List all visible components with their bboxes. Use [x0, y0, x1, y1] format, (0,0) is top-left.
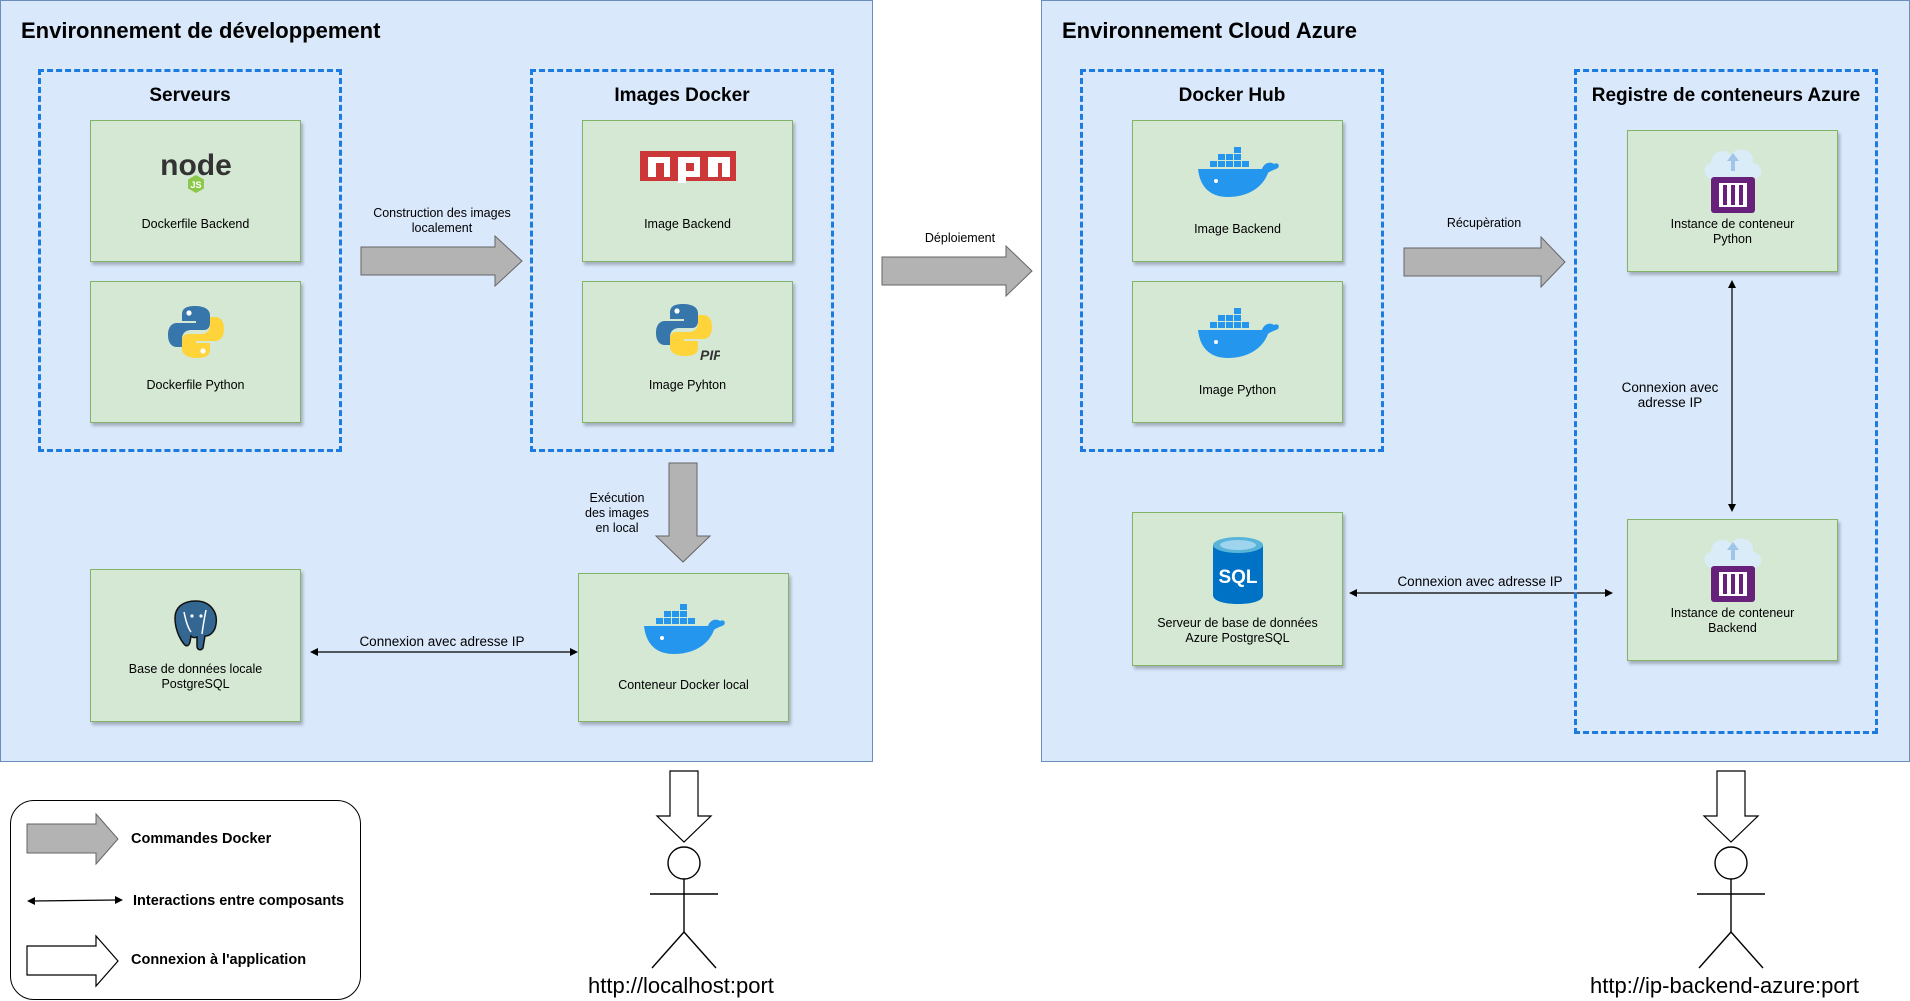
dockerfile-python-label: Dockerfile Python — [146, 378, 245, 392]
docker-whale-icon — [643, 604, 725, 654]
legend-interactions: Interactions entre composants — [133, 893, 345, 909]
deploy-arrow-label: Déploiement — [924, 231, 996, 245]
azure-user-icon — [1697, 846, 1765, 969]
image-python-card[interactable]: PIP Image Pyhton — [582, 281, 793, 423]
dev-environment-title: Environnement de développement — [21, 18, 381, 43]
dockerfile-backend-label: Dockerfile Backend — [141, 217, 250, 231]
legend-docker-commands: Commandes Docker — [131, 831, 272, 847]
hub-image-python-label: Image Python — [1198, 383, 1277, 397]
local-user-icon — [650, 846, 718, 969]
image-python-label: Image Pyhton — [648, 378, 727, 392]
fetch-arrow-label: Récupèration — [1446, 216, 1522, 230]
local-docker-container-card[interactable]: Conteneur Docker local — [578, 573, 789, 722]
local-user-arrow — [655, 770, 713, 843]
docker-whale-icon — [1197, 147, 1279, 197]
registry-ip-connection-arrow — [1728, 280, 1736, 512]
legend-app-connection-arrow — [26, 934, 119, 988]
build-arrow — [360, 234, 523, 288]
python-pip-icon: PIP — [655, 304, 720, 362]
servers-group: Serveurs — [38, 69, 342, 452]
svg-text:JS: JS — [190, 180, 201, 190]
postgresql-icon — [173, 600, 217, 651]
legend-interaction-arrow — [27, 896, 123, 905]
local-postgres-card[interactable]: Base de données locale PostgreSQL — [90, 569, 301, 722]
local-docker-container-label: Conteneur Docker local — [618, 678, 749, 692]
fetch-arrow — [1403, 235, 1566, 289]
hub-image-python-card[interactable]: Image Python — [1132, 281, 1343, 423]
build-arrow-label: Construction des images localement — [373, 206, 511, 235]
npm-icon — [639, 151, 736, 183]
azure-sql-connection-label: Connexion avec adresse IP — [1397, 574, 1563, 589]
azure-user-arrow — [1702, 770, 1760, 843]
image-backend-label: Image Backend — [644, 217, 731, 231]
docker-hub-group-title: Docker Hub — [1178, 85, 1286, 106]
azure-container-instance-icon — [1703, 538, 1761, 602]
registry-ip-connection-label: Connexion avec adresse IP — [1621, 380, 1719, 410]
deploy-arrow — [881, 244, 1033, 298]
legend-app-connection: Connexion à l'application — [131, 952, 307, 968]
svg-text:PIP: PIP — [700, 347, 720, 362]
backend-container-instance-label: Instance de conteneur Backend — [1670, 606, 1795, 635]
exec-arrow-label: Exécution des images en local — [585, 491, 649, 535]
local-postgres-label: Base de données locale PostgreSQL — [128, 662, 263, 691]
exec-arrow — [654, 462, 712, 563]
dockerfile-backend-card[interactable]: node JS Dockerfile Backend — [90, 120, 301, 262]
local-db-connection-label: Connexion avec adresse IP — [359, 634, 525, 649]
image-backend-card[interactable]: Image Backend — [582, 120, 793, 262]
azure-postgres-card[interactable]: SQL Serveur de base de données Azure Pos… — [1132, 512, 1343, 666]
python-container-instance-card[interactable]: Instance de conteneur Python — [1627, 130, 1838, 272]
docker-whale-icon — [1197, 308, 1279, 358]
cloud-environment-title: Environnement Cloud Azure — [1062, 18, 1357, 43]
dockerfile-python-card[interactable]: Dockerfile Python — [90, 281, 301, 423]
docker-images-group-title: Images Docker — [614, 85, 750, 106]
backend-container-instance-card[interactable]: Instance de conteneur Backend — [1627, 519, 1838, 661]
legend: Commandes Docker Interactions entre comp… — [10, 800, 361, 1000]
nodejs-icon: node JS — [160, 149, 231, 193]
azure-sql-connection-arrow — [1349, 589, 1613, 597]
legend-docker-command-arrow — [26, 812, 119, 866]
azure-container-instance-icon — [1703, 149, 1761, 213]
azure-postgres-label: Serveur de base de données Azure Postgre… — [1157, 616, 1318, 645]
hub-image-backend-label: Image Backend — [1194, 222, 1281, 236]
python-icon — [167, 306, 224, 358]
local-db-connection-arrow — [310, 648, 578, 656]
hub-image-backend-card[interactable]: Image Backend — [1132, 120, 1343, 262]
azure-sql-icon: SQL — [1212, 537, 1263, 604]
local-url[interactable]: http://localhost:port — [588, 973, 774, 998]
docker-images-group: Images Docker — [530, 69, 834, 452]
python-container-instance-label: Instance de conteneur Python — [1670, 217, 1795, 246]
servers-group-title: Serveurs — [149, 85, 231, 106]
docker-hub-group: Docker Hub — [1080, 69, 1384, 452]
svg-text:SQL: SQL — [1218, 567, 1257, 588]
azure-url[interactable]: http://ip-backend-azure:port — [1590, 973, 1860, 998]
azure-registry-group: Registre de conteneurs Azure — [1574, 69, 1878, 734]
azure-registry-group-title: Registre de conteneurs Azure — [1591, 85, 1861, 106]
